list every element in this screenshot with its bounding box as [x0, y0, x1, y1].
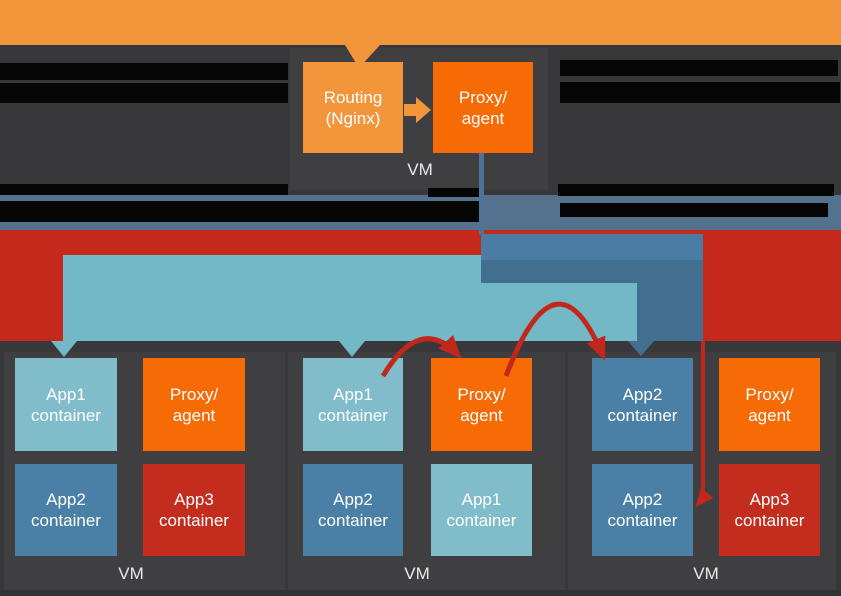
container-app2: App2 container [592, 358, 693, 451]
container-app2: App2 container [592, 464, 693, 556]
internet-band [0, 0, 841, 45]
top-vm-label: VM [407, 160, 433, 179]
container-proxy-agent: Proxy/ agent [719, 358, 820, 451]
redacted-text-bar [560, 82, 840, 103]
vm1-label: VM [118, 564, 144, 583]
redacted-text-bar [558, 184, 834, 196]
container-proxy-agent: Proxy/ agent [431, 358, 532, 451]
blue-path-lower [481, 260, 703, 283]
vm3-label: VM [693, 564, 719, 583]
container-app1: App1 container [303, 358, 403, 451]
container-app3: App3 container [719, 464, 820, 556]
container-proxy-agent: Proxy/ agent [143, 358, 245, 451]
container-app2: App2 container [303, 464, 403, 556]
redacted-text-bar [0, 83, 288, 103]
container-app1: App1 container [15, 358, 117, 451]
redacted-text-bar [0, 201, 481, 222]
redacted-text-bar [560, 60, 838, 76]
redacted-text-bar [428, 188, 483, 197]
vm2-label: VM [404, 564, 430, 583]
proxy-downlink-line [479, 153, 484, 235]
container-app2: App2 container [15, 464, 117, 556]
container-app1: App1 container [431, 464, 532, 556]
routing-nginx-box: Routing (Nginx) [303, 62, 403, 153]
bottom-edge-strip [0, 590, 841, 596]
redacted-text-bar [560, 203, 828, 217]
redacted-text-bar [0, 184, 288, 195]
blue-path-column [637, 283, 703, 341]
redacted-text-bar [0, 63, 288, 80]
container-app3: App3 container [143, 464, 245, 556]
proxy-agent-box: Proxy/ agent [433, 62, 533, 153]
blue-path-upper [481, 234, 703, 260]
